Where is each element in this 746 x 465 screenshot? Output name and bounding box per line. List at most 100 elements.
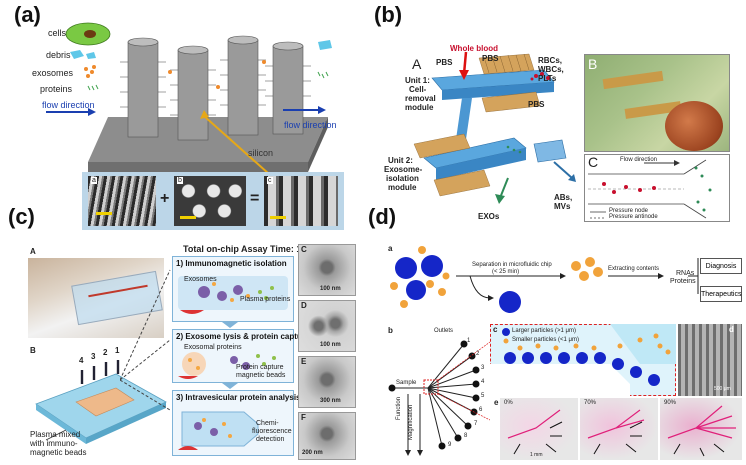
- label-unit2-line4: module: [388, 183, 417, 192]
- label-pbs-3: PBS: [528, 100, 545, 109]
- step-3-illustration: [178, 411, 259, 450]
- tem-image-d: [298, 300, 356, 352]
- label-flow-direction-right: flow direction: [284, 120, 337, 130]
- tem-label-d: D: [301, 301, 307, 310]
- fluorescence-percent-70: 70%: [584, 400, 597, 406]
- tem-image-c: [298, 244, 356, 296]
- panel-c-header: Total on-chip Assay Time: 1.5 hrs: [183, 244, 326, 254]
- panel-b-acoustic-svg: [588, 159, 712, 219]
- panel-d-sub-e: e: [494, 398, 499, 407]
- d-outlet-6: 6: [479, 407, 483, 413]
- label-unit2-line3: isolation: [386, 174, 419, 183]
- step-2-title: 2) Exosome lysis & protein capture: [176, 332, 310, 341]
- panel-b-acoustic-diagram: [584, 154, 730, 222]
- step-1-title: 1) Immunomagnetic isolation: [176, 259, 287, 268]
- equals-sign: =: [250, 190, 260, 207]
- label-silicon: silicon: [248, 148, 274, 158]
- panel-c-dashed-connectors: [120, 269, 171, 411]
- d-rnas: RNAs: [676, 270, 695, 277]
- sem-image-b: [174, 176, 246, 226]
- label-abs: ABs,: [554, 193, 573, 202]
- panel-d-sub-a: a: [388, 244, 393, 253]
- label-exos: EXOs: [478, 212, 500, 221]
- fluorescence-overlay: [507, 405, 736, 457]
- d-outcome-therapeutics: Therapeutics: [700, 286, 742, 302]
- panel-a-letter: (a): [14, 2, 41, 27]
- d-outlet-4: 4: [481, 379, 485, 385]
- label-pbs-2: PBS: [482, 54, 499, 63]
- label-pressure-antinode: Pressure antinode: [609, 214, 658, 220]
- tem-scale-f: 200 nm: [302, 450, 323, 456]
- tem-label-e: E: [301, 357, 307, 366]
- panel-a-illustration: [46, 22, 332, 183]
- panel-d-outlet-diagram: [388, 340, 490, 456]
- step-1-label-plasma-proteins: Plasma proteins: [240, 296, 291, 303]
- panel-c-chip-diagram: [35, 360, 167, 444]
- panel-b-letter: (b): [374, 2, 403, 27]
- fluorescence-scale: 1 mm: [530, 452, 543, 458]
- plasma-label-1: Plasma mixed: [30, 430, 81, 439]
- step-2-illustration: [178, 352, 276, 379]
- d-proteins: Proteins: [670, 278, 696, 285]
- panel-d-sem-image: [678, 324, 742, 396]
- panel-c-sub-B: B: [30, 346, 36, 355]
- plasma-label-3: magnetic beads: [30, 448, 87, 457]
- label-unit1-line2: Cell-: [409, 85, 427, 94]
- panel-d-sub-c: c: [493, 325, 498, 334]
- fluorescence-image-0: [500, 398, 578, 460]
- label-wbcs: WBCs,: [538, 65, 564, 74]
- chip-number-3: 3: [91, 352, 96, 361]
- panel-b-photo: [584, 54, 730, 152]
- panel-d-workflow: [390, 246, 699, 313]
- d-legend-large: Larger particles (>1 μm): [512, 328, 576, 334]
- sem-tag-b: b: [177, 177, 183, 184]
- d-outlet-3: 3: [481, 365, 485, 371]
- step-3-title: 3) Intravesicular protein analysis: [176, 393, 301, 402]
- sem-scale-b: [180, 216, 196, 219]
- tem-label-f: F: [301, 413, 306, 422]
- plus-sign: +: [160, 190, 170, 207]
- step-2-label-protein-capture: Protein capture: [236, 364, 284, 371]
- label-whole-blood: Whole blood: [450, 44, 498, 53]
- d-sample-label: Sample: [396, 380, 417, 386]
- panel-d-letter: (d): [368, 204, 397, 229]
- panel-d-magnified-svg: [490, 324, 676, 396]
- tem-image-e: [298, 356, 356, 408]
- label-rbcs: RBCs,: [538, 56, 563, 65]
- tem-scale-e: 300 nm: [320, 398, 341, 404]
- label-unit1-line1: Unit 1:: [405, 76, 430, 85]
- label-flow-direction-left: flow direction: [42, 100, 95, 110]
- label-plts: PLTs: [538, 74, 557, 83]
- fluorescence-image-70: [580, 398, 658, 460]
- tem-scale-d: 100 nm: [320, 342, 341, 348]
- chip-number-4: 4: [79, 356, 84, 365]
- tem-image-f: [298, 412, 356, 460]
- d-separation-text: Separation in microfluidic chip: [472, 262, 552, 268]
- panel-d-sub-d: d: [729, 325, 734, 334]
- chip-number-1: 1: [115, 346, 120, 355]
- d-outlets-label: Outlets: [434, 328, 454, 334]
- step-3-label-fluorescence: fluorescence: [252, 428, 292, 435]
- label-unit2-line1: Unit 2:: [388, 156, 413, 165]
- d-magnification-label: Magnification: [408, 404, 414, 440]
- step-2-label-magnetic-beads: magnetic beads: [236, 372, 286, 379]
- d-outlet-9: 9: [448, 442, 452, 448]
- step-2-label-exosomal-proteins: Exosomal proteins: [184, 344, 242, 351]
- label-flow-direction-b: Flow direction: [620, 157, 658, 163]
- d-outlet-1: 1: [467, 338, 471, 344]
- d-outcome-diagnosis: Diagnosis: [700, 258, 742, 274]
- d-outlet-8: 8: [464, 433, 468, 439]
- step-3-label-chemi: Chemi-: [256, 420, 279, 427]
- label-exosomes: exosomes: [32, 68, 74, 78]
- panel-b-sub-C: C: [588, 154, 599, 170]
- sem-scale-a: [96, 212, 112, 215]
- d-scale-d: 500 μm: [714, 386, 731, 392]
- panel-c-sub-A: A: [30, 247, 36, 256]
- panel-b-sub-B: B: [588, 56, 598, 72]
- fluorescence-percent-0: 0%: [504, 400, 513, 406]
- step-3-label-detection: detection: [256, 436, 285, 443]
- label-proteins: proteins: [40, 84, 73, 94]
- step-1-illustration: [178, 276, 288, 314]
- tem-scale-c: 100 nm: [320, 286, 341, 292]
- label-cells: cells: [48, 28, 67, 38]
